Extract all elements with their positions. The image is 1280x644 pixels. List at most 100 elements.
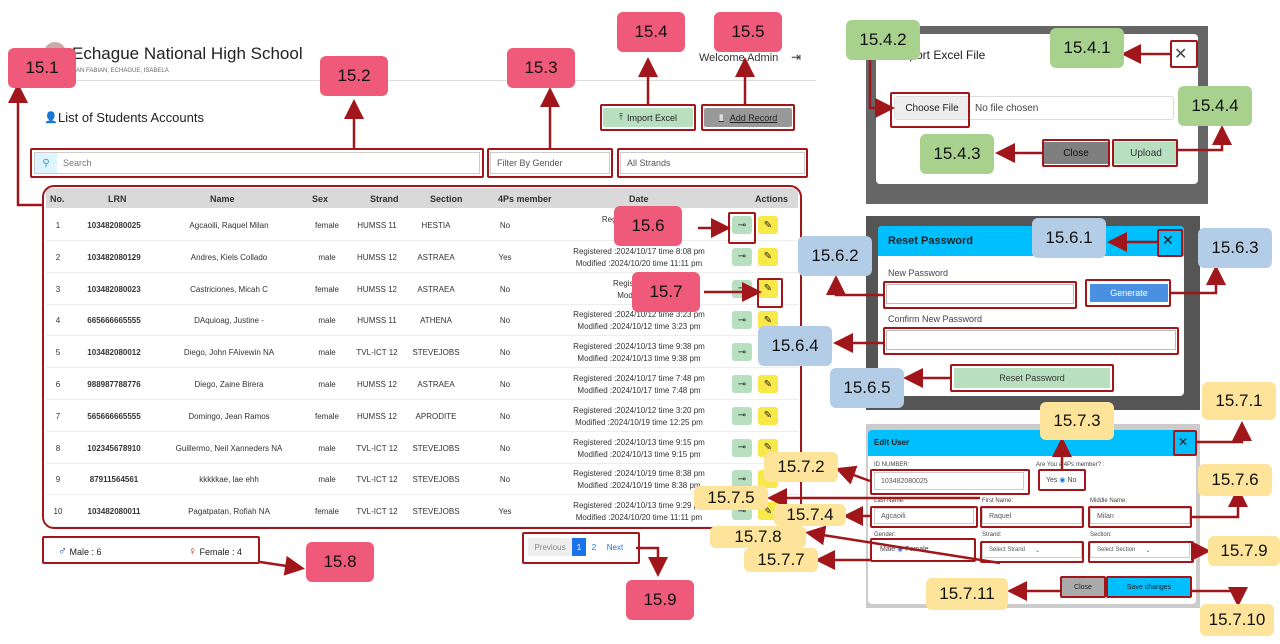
highlight-save [1106, 576, 1192, 598]
next-button[interactable]: Next [606, 542, 624, 552]
school-name: Echague National High School [72, 44, 303, 63]
table-cell-fourps: No [499, 380, 511, 389]
radio-selected-icon[interactable]: ◉ [1059, 477, 1066, 484]
column-header: Strand [370, 194, 399, 204]
import-excel-button[interactable]: ⤒Import Excel [603, 108, 693, 127]
reset-password-key-icon[interactable]: ⊸ [732, 247, 752, 266]
table-cell-fourps: Yes [498, 252, 512, 262]
callout-15-6-4: 15.6.4 [758, 326, 832, 366]
reset-password-key-icon[interactable]: ⊸ [732, 406, 752, 425]
middle-name-label: Middle Name: [1090, 498, 1128, 504]
table-cell-lrn: 988987788776 [87, 380, 141, 389]
first-name-input[interactable]: Raquel [982, 508, 1082, 524]
new-password-input[interactable] [886, 284, 1074, 304]
save-changes-button[interactable]: Save changes [1108, 578, 1190, 596]
choose-file-button[interactable]: Choose File [895, 97, 969, 119]
table-cell-name: Castriciones, Micah C [190, 284, 268, 294]
modified-date: Modified :2024/10/17 time 7:48 pm [577, 386, 701, 395]
callout-15-6-3: 15.6.3 [1198, 228, 1272, 268]
column-header: No. [50, 194, 65, 204]
table-cell-lrn: 102345678910 [87, 443, 141, 453]
close-icon[interactable]: ✕ [1178, 435, 1189, 449]
table-cell-lrn: 665666665555 [87, 316, 141, 326]
edit-user-icon[interactable]: ✎ [758, 311, 778, 330]
highlight-import [600, 104, 696, 131]
edit-user-icon[interactable]: ✎ [758, 247, 778, 266]
highlight-close [1042, 139, 1110, 167]
page-2-button[interactable]: 2 [591, 542, 597, 552]
welcome-text: Welcome Admin [699, 52, 779, 64]
column-header: Section [430, 194, 463, 204]
table-cell-strand: TVL-ICT 12 [356, 443, 398, 453]
chevron-down-icon: ⌄ [1035, 547, 1041, 554]
table-cell-sex: male [318, 252, 336, 262]
reset-password-key-icon[interactable]: ⊸ [732, 470, 752, 489]
reset-password-button[interactable]: Reset Password [954, 368, 1110, 388]
callout-15-8: 15.8 [306, 542, 374, 582]
reset-password-key-icon[interactable]: ⊸ [732, 438, 752, 457]
registered-date: Registered :2024/10/17 time 8:08 pm [573, 246, 705, 256]
logout-icon[interactable]: ⇥ [791, 50, 802, 64]
middle-name-input[interactable]: Milan [1090, 508, 1190, 524]
table-cell-name: Domingo, Jean Ramos [188, 411, 270, 421]
file-input[interactable]: Choose File No file chosen [894, 96, 1174, 120]
reset-password-key-icon[interactable]: ⊸ [732, 343, 752, 362]
callout-15-7-1: 15.7.1 [1202, 382, 1276, 420]
modified-date: Modified :2024/10/20 time 11:11 pm [575, 513, 703, 523]
reset-password-key-icon[interactable]: ⊸ [732, 216, 752, 234]
strand-filter-select[interactable]: All Strands [620, 152, 805, 174]
confirm-password-input[interactable] [886, 330, 1176, 350]
highlight-pagination [522, 532, 640, 564]
edit-user-icon[interactable]: ✎ [758, 375, 778, 393]
highlight-key [728, 212, 756, 244]
reset-password-key-icon[interactable]: ⊸ [732, 311, 752, 330]
edit-user-icon[interactable]: ✎ [758, 216, 778, 234]
import-close-button[interactable]: Close [1044, 142, 1108, 164]
highlight-resetbtn [950, 364, 1114, 392]
male-icon: ♂ [58, 544, 67, 558]
table-cell-sex: male [318, 316, 336, 326]
last-name-input[interactable]: Agcaoili [874, 508, 974, 524]
callout-15-7-10: 15.7.10 [1200, 604, 1274, 636]
chevron-down-icon: ⌄ [1145, 547, 1151, 554]
registered-date: Registered :2024/10/12 time 3:23 pm [573, 310, 705, 320]
table-cell-fourps: No [499, 475, 511, 485]
edit-user-icon[interactable]: ✎ [758, 279, 778, 298]
modified-date: Modified :2024/10/20 time 11:11 pm [575, 258, 703, 268]
user-icon: 👤 [44, 112, 58, 124]
table-cell-strand: HUMSS 12 [356, 284, 397, 294]
table-cell-fourps: No [499, 348, 511, 358]
table-cell-name: Diego, John FAivewin NA [183, 348, 275, 358]
close-icon[interactable]: ✕ [1174, 46, 1188, 63]
table-cell-name: kkkkkae, lae ehh [199, 475, 259, 485]
close-icon[interactable]: ✕ [1162, 232, 1174, 248]
edit-close-button[interactable]: Close [1062, 578, 1104, 596]
registered-date: Registered :2024/10/13 time 9:38 pm [573, 342, 705, 352]
page-1-button[interactable]: 1 [572, 538, 586, 556]
section-label: Section: [1090, 532, 1112, 538]
column-header: Actions [755, 194, 789, 204]
school-address: SAN FABIAN, ECHAGUE, ISABELA [72, 68, 169, 74]
previous-button[interactable]: Previous [528, 538, 572, 556]
header-divider [44, 80, 816, 81]
table-cell-lrn: 87911564561 [89, 475, 139, 485]
callout-15-3: 15.3 [507, 48, 575, 88]
table-cell-strand: TVL-ICT 12 [356, 507, 398, 517]
no-file-text: No file chosen [975, 102, 1039, 114]
confirm-password-label: Confirm New Password [888, 314, 983, 324]
add-record-button[interactable]: ▮Add Record [704, 108, 792, 127]
table-cell-lrn: 565666665555 [87, 411, 141, 421]
callout-15-7-2: 15.7.2 [764, 452, 838, 482]
generate-button[interactable]: Generate [1090, 284, 1168, 302]
id-number-input[interactable]: 103482080025 [874, 472, 1024, 490]
gender-filter-select[interactable]: Filter By Gender [490, 152, 610, 174]
upload-button[interactable]: Upload [1114, 142, 1178, 164]
modified-date: Modified :2024/10/12 time 3:23 pm [577, 322, 701, 332]
callout-15-4-1: 15.4.1 [1050, 28, 1124, 68]
fourps-options[interactable]: Yes ◉ No [1046, 477, 1077, 484]
edit-user-icon[interactable]: ✎ [758, 406, 778, 425]
reset-password-key-icon[interactable]: ⊸ [732, 375, 752, 393]
modified-date: Modified :2024/10/13 time 9:38 pm [577, 354, 701, 364]
